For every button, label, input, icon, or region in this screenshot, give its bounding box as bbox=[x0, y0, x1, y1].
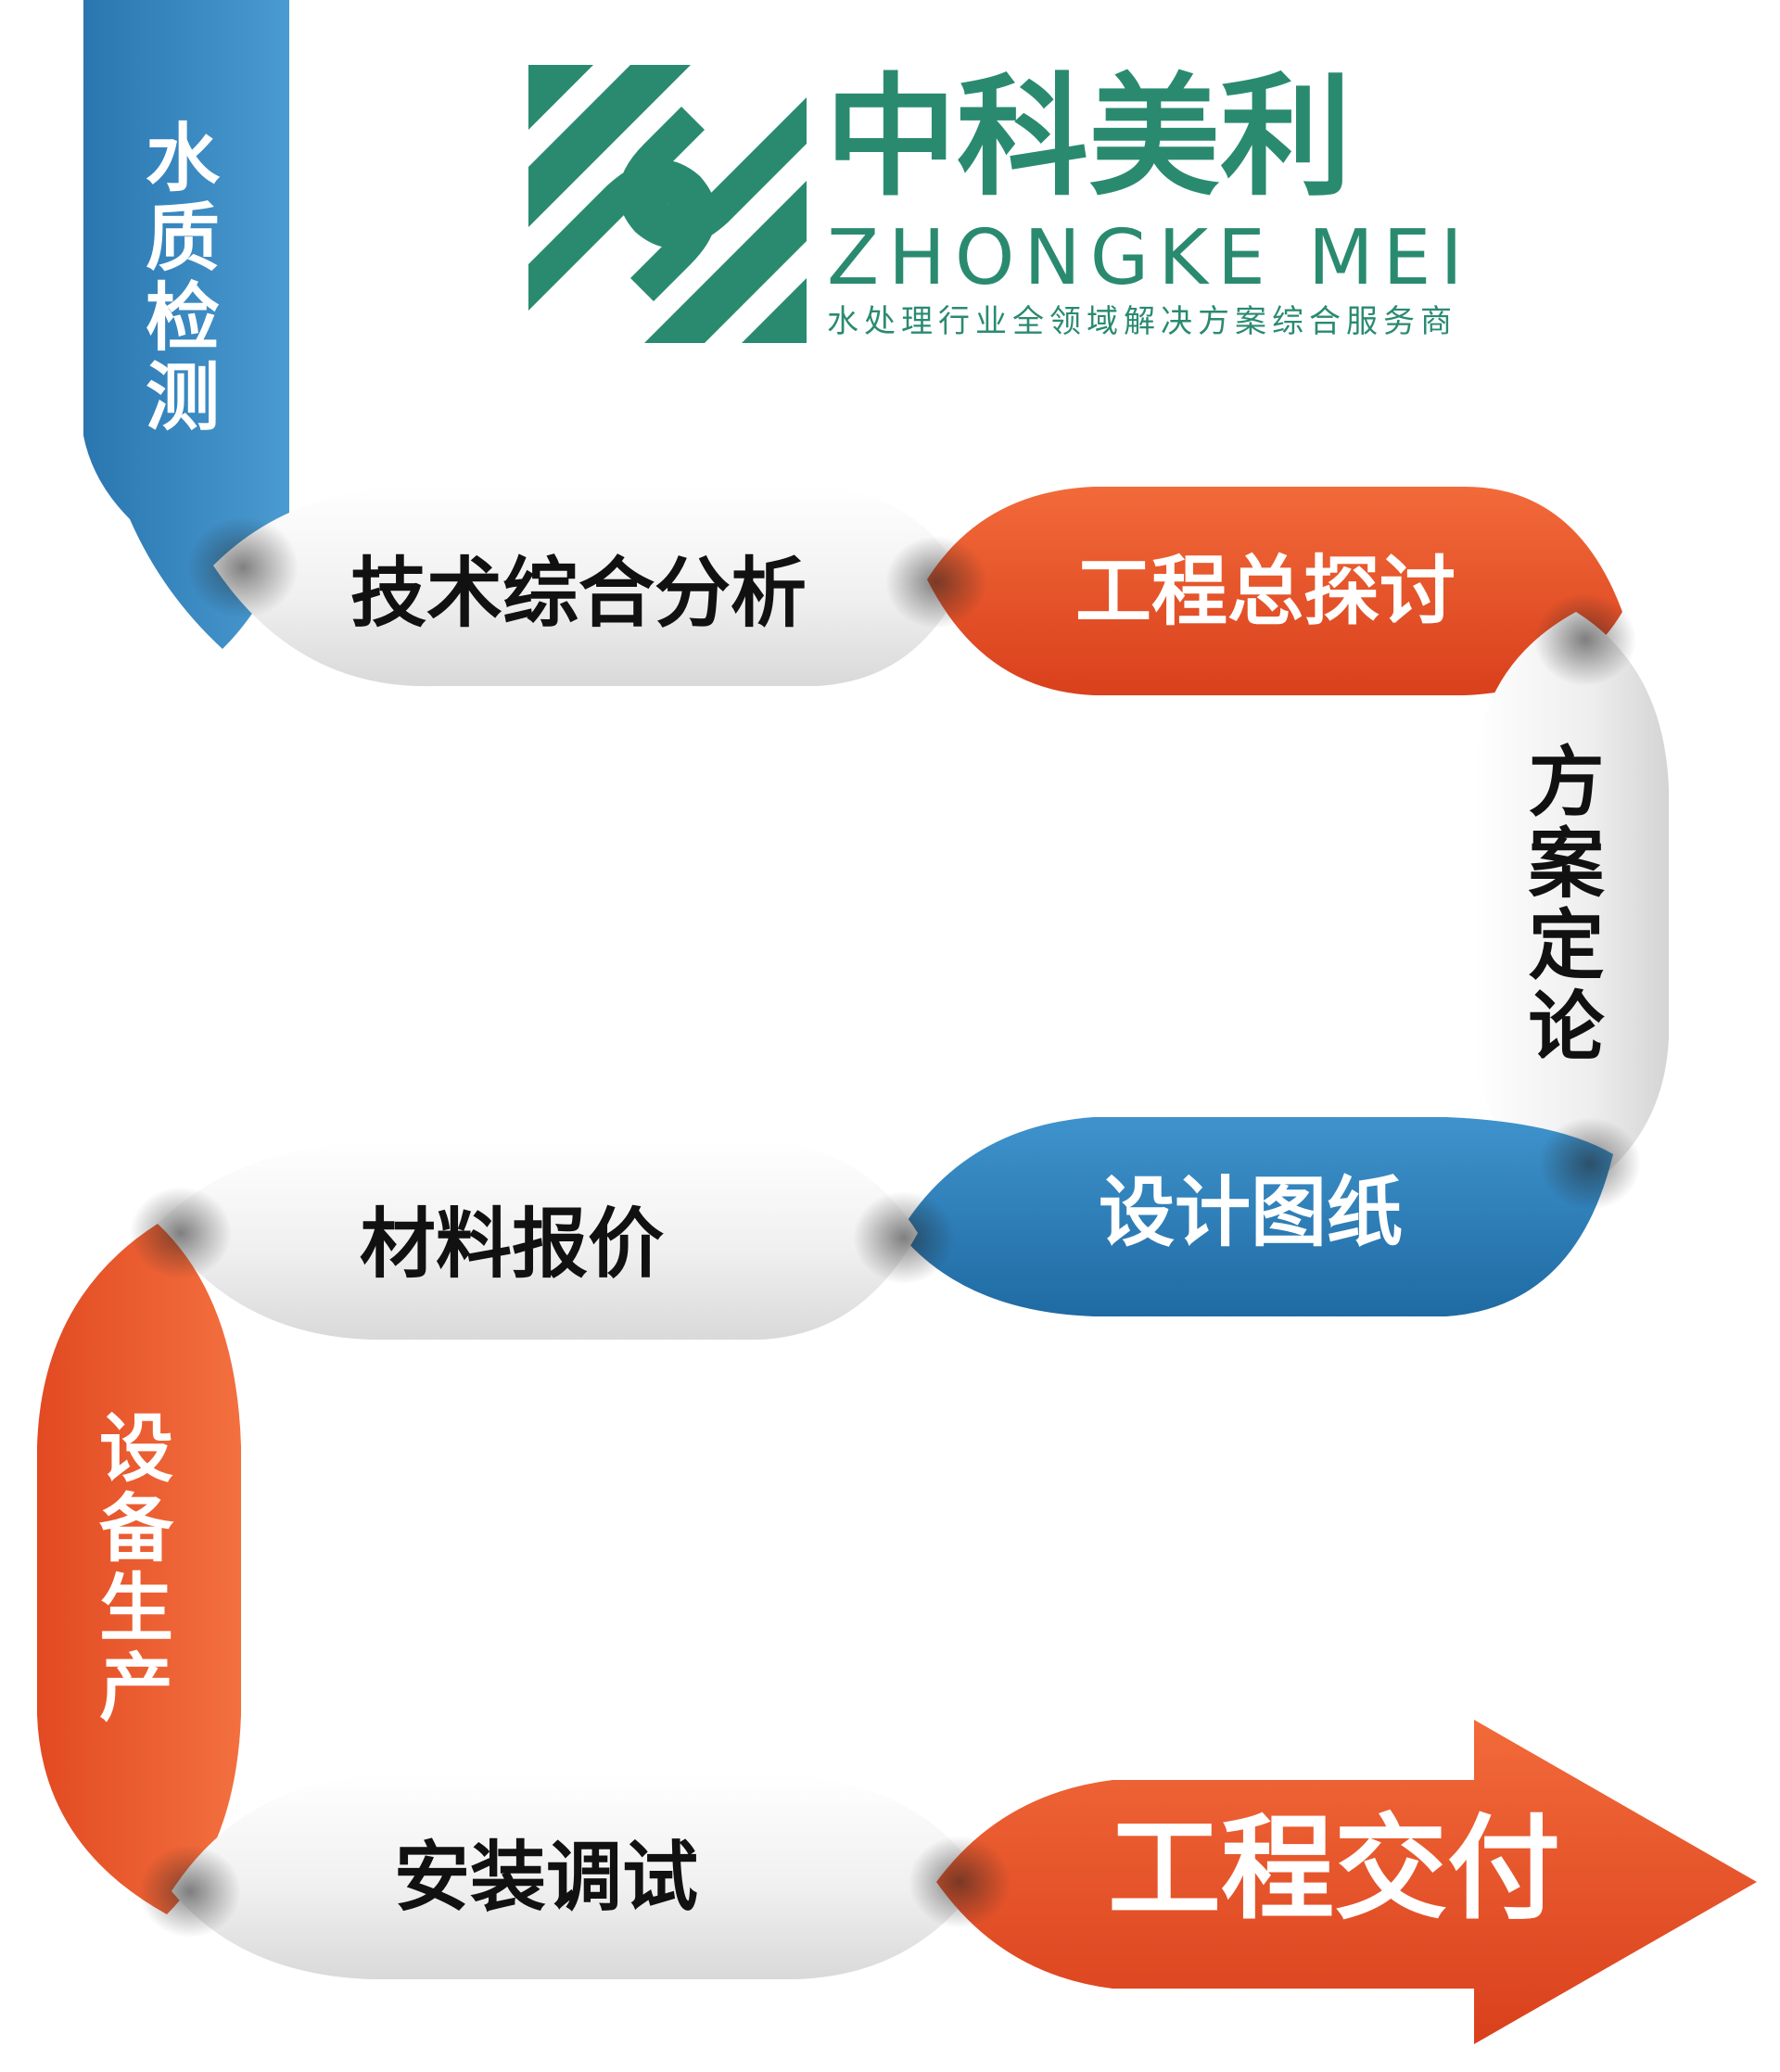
brand-slogan: 水处理行业全领域解决方案综合服务商 bbox=[827, 303, 1457, 340]
twist-shadow bbox=[909, 1836, 1011, 1928]
twist-shadow bbox=[187, 516, 299, 618]
step-label-engineering-discussion: 工程总探讨 bbox=[1075, 548, 1456, 636]
twist-shadow bbox=[130, 1187, 232, 1279]
twist-shadow bbox=[853, 1191, 955, 1284]
ribbon-step-7 bbox=[37, 1224, 241, 1914]
brand-logo-mark bbox=[528, 65, 807, 343]
twist-shadow bbox=[139, 1845, 241, 1938]
ribbon-step-8 bbox=[172, 1775, 983, 1979]
ribbon-step-9 bbox=[936, 1720, 1757, 2044]
step-label-material-quote: 材料报价 bbox=[360, 1201, 665, 1289]
step-label-water-testing: 水质检测 bbox=[134, 119, 220, 438]
twist-shadow bbox=[885, 536, 987, 629]
ribbon-step-5 bbox=[899, 1117, 1613, 1316]
brand-name-en: ZHONGKE MEI bbox=[827, 214, 1472, 302]
ribbon-step-3 bbox=[927, 487, 1622, 695]
step-label-project-delivery: 工程交付 bbox=[1108, 1803, 1560, 1935]
twist-shadow bbox=[1539, 1117, 1641, 1210]
ribbon-step-2 bbox=[213, 486, 964, 687]
step-label-installation-commissioning: 安装调试 bbox=[394, 1834, 699, 1922]
step-label-plan-finalized: 方案定论 bbox=[1515, 742, 1603, 1068]
step-label-design-drawings: 设计图纸 bbox=[1099, 1169, 1404, 1257]
step-label-technical-analysis: 技术综合分析 bbox=[350, 550, 807, 638]
step-label-equipment-production: 设备生产 bbox=[87, 1409, 173, 1728]
ribbon-step-6 bbox=[158, 1140, 918, 1340]
brand-name-cn: 中科美利 bbox=[825, 61, 1352, 214]
twist-shadow bbox=[1534, 593, 1636, 686]
ribbon-step-1 bbox=[83, 0, 289, 649]
ribbon-step-4 bbox=[1474, 612, 1669, 1196]
